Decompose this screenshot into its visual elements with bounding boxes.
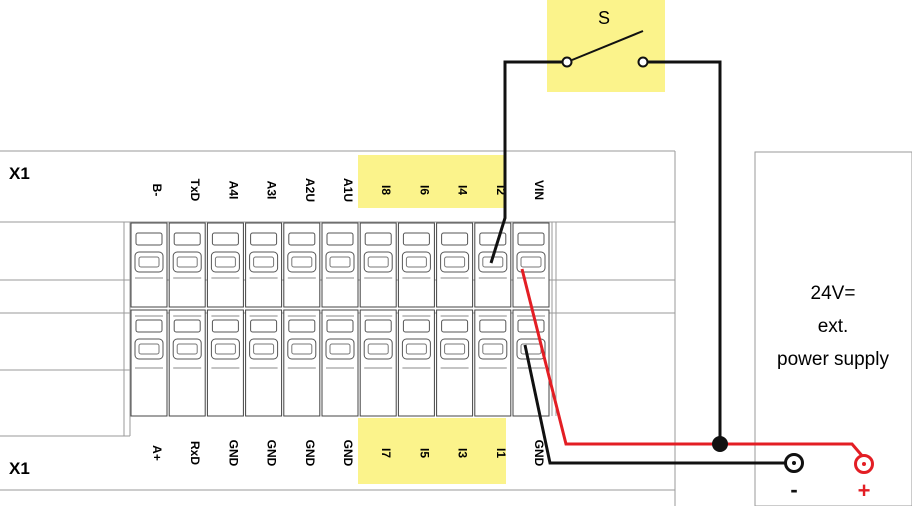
- module-label-top: X1: [9, 164, 30, 183]
- top-terminal-label: B-: [150, 184, 164, 197]
- bottom-terminal-label: GND: [226, 440, 240, 467]
- black-wire-switch-to-junction: [647, 60, 722, 444]
- top-terminal-labels: B- TxD A4I A3I A2U A1U I8 I6 I4 I2 VIN: [150, 178, 546, 202]
- bottom-terminal-label: GND: [532, 440, 546, 467]
- red-wire-vin-to-plus: [520, 268, 866, 459]
- top-terminal-label: I2: [494, 185, 508, 195]
- junction-dot: [712, 436, 728, 452]
- top-terminal-label: I6: [417, 185, 431, 195]
- terminal-block: [168, 222, 206, 417]
- switch-label: S: [598, 8, 610, 28]
- power-supply-line-1: 24V=: [811, 283, 856, 304]
- top-terminal-label: A4I: [226, 181, 240, 200]
- switch-symbol: [561, 30, 649, 68]
- plus-terminal-center: [862, 462, 866, 466]
- terminal-block: [245, 222, 283, 417]
- top-terminal-label: VIN: [532, 180, 546, 200]
- terminal-block: [206, 222, 244, 417]
- bottom-terminal-label: I7: [379, 448, 393, 458]
- top-terminal-label: A2U: [303, 178, 317, 202]
- terminal-block: [321, 222, 359, 417]
- module-label-bottom: X1: [9, 459, 30, 478]
- bottom-terminal-label: A+: [150, 445, 164, 461]
- plus-label: +: [858, 478, 871, 503]
- bottom-terminal-label: I3: [456, 448, 470, 458]
- top-terminal-label: I4: [456, 185, 470, 195]
- black-wire-switch-to-i2: [489, 60, 563, 264]
- input-terminal-highlight-bottom: [358, 418, 506, 484]
- black-wire-gnd-to-minus: [523, 344, 785, 465]
- bottom-terminal-label: GND: [303, 440, 317, 467]
- bottom-terminal-label: RxD: [188, 441, 202, 465]
- terminal-block: [436, 222, 474, 417]
- power-supply-line-2: ext.: [818, 316, 849, 337]
- power-supply-line-3: power supply: [777, 349, 889, 370]
- input-terminal-highlight-top: [358, 155, 506, 208]
- top-terminal-label: I8: [379, 185, 393, 195]
- power-supply-box: [754, 151, 912, 506]
- terminal-block: [397, 222, 435, 417]
- bottom-terminal-label: I1: [494, 448, 508, 458]
- terminal-block: [283, 222, 321, 417]
- top-terminal-label: TxD: [188, 179, 202, 202]
- top-terminal-label: A3I: [265, 181, 279, 200]
- minus-terminal-center: [792, 461, 796, 465]
- bottom-terminal-label: I5: [417, 448, 431, 458]
- terminal-block: [512, 222, 550, 417]
- terminal-block: [474, 222, 512, 417]
- minus-label: -: [790, 477, 797, 502]
- bottom-terminal-label: GND: [265, 440, 279, 467]
- bottom-terminal-labels: A+ RxD GND GND GND GND I7 I5 I3 I1 GND: [150, 440, 546, 467]
- terminal-strip: [130, 222, 550, 417]
- terminal-block: [359, 222, 397, 417]
- bottom-terminal-label: GND: [341, 440, 355, 467]
- terminal-block: [130, 222, 168, 417]
- top-terminal-label: A1U: [341, 178, 355, 202]
